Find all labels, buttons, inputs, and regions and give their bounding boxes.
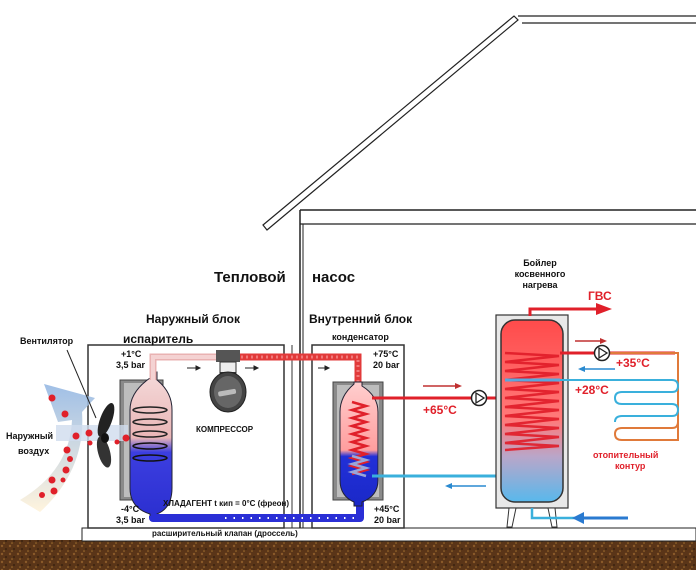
fan-label: Вентилятор [20, 336, 74, 346]
fan-icon [96, 402, 115, 468]
outside-air-label-2: воздух [18, 446, 50, 456]
boiler-label-1: Бойлер [523, 258, 557, 268]
cold-water-inlet [530, 508, 628, 524]
return-line [372, 474, 500, 489]
house-roof [262, 15, 696, 231]
house-walls [299, 209, 696, 530]
outside-air-label-1: Наружный [6, 431, 54, 441]
expansion-valve-label: расширительный клапан (дроссель) [152, 529, 298, 538]
boiler-label-3: нагрева [522, 280, 558, 290]
heating-supply-temp: +35°C [616, 356, 650, 370]
compressor [209, 350, 247, 413]
heating-circuit-label-1: отопительный [593, 450, 659, 460]
heating-circuit-lines [560, 338, 680, 441]
boiler-label-2: косвенного [514, 269, 566, 279]
circulation-pump-2 [593, 344, 611, 362]
outdoor-unit-label: Наружный блок [146, 312, 240, 326]
supply-temp-label: +65°C [423, 403, 457, 417]
heating-return-temp: +28°C [575, 383, 609, 397]
condenser-top-temp: +75°C [373, 349, 399, 359]
title-right: насос [312, 269, 356, 286]
condenser-bottom-pressure: 20 bar [374, 515, 401, 525]
heating-circuit-label-2: контур [615, 461, 646, 471]
evaporator [129, 371, 173, 519]
refrigerant-liquid-pipe [149, 498, 364, 522]
condenser-top-pressure: 20 bar [373, 360, 400, 370]
boiler-tank [495, 314, 569, 528]
compressor-label: КОМПРЕССОР [196, 425, 254, 434]
condenser-label: конденсатор [332, 332, 389, 342]
condenser-bottom-temp: +45°C [374, 504, 400, 514]
hot-water-outlet [528, 303, 612, 316]
refrigerant-label: ХЛАДАГЕНТ t кип = 0°C (фреон) [163, 499, 290, 508]
refrigerant-vapor-pipe [149, 353, 362, 385]
fan-pointer-line [66, 349, 97, 419]
flow-arrows [187, 365, 331, 371]
condenser [339, 381, 379, 507]
indoor-unit-label: Внутренний блок [309, 312, 413, 326]
evaporator-bottom-pressure: 3,5 bar [116, 515, 146, 525]
outside-air-arrow [20, 384, 130, 512]
title-left: Тепловой [214, 269, 286, 286]
evaporator-bottom-temp: -4°C [121, 504, 140, 514]
ground [0, 540, 696, 570]
circulation-pump-1 [470, 389, 488, 407]
evaporator-top-temp: +1°C [121, 349, 142, 359]
evaporator-label: испаритель [123, 332, 194, 346]
evaporator-top-pressure: 3,5 bar [116, 360, 146, 370]
hot-water-label: ГВС [588, 289, 612, 303]
